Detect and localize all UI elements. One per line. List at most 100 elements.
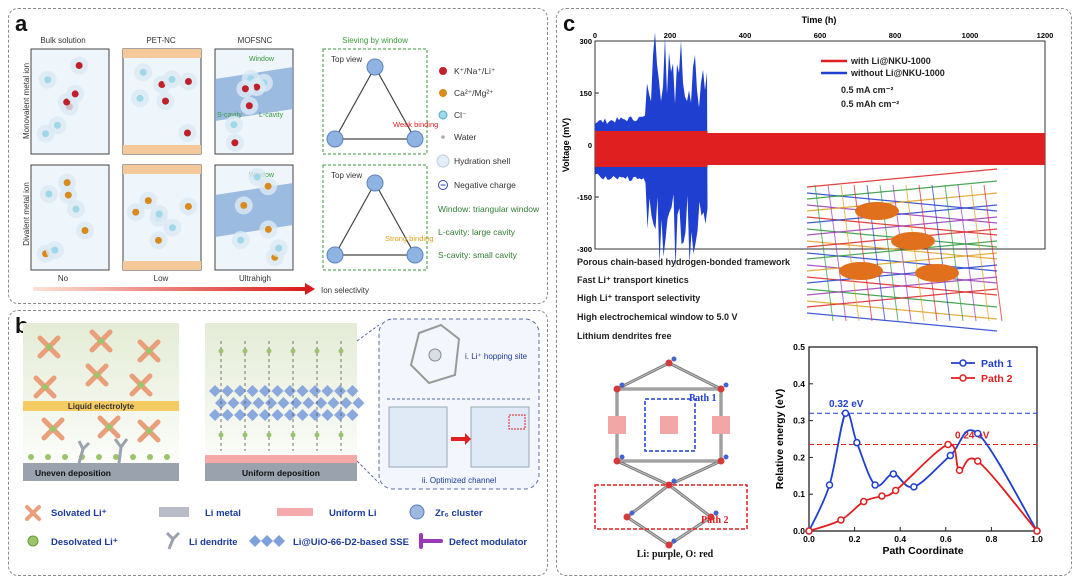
bond-highlight xyxy=(626,516,670,546)
li-ion xyxy=(266,348,272,354)
energy-data-point xyxy=(889,470,898,478)
oxygen-atom xyxy=(707,513,715,521)
energy-annotation: 0.24 eV xyxy=(955,431,990,442)
ion xyxy=(139,68,147,76)
zr-node xyxy=(326,130,344,148)
energy-data-point xyxy=(946,451,955,460)
sse-diamond xyxy=(296,409,309,421)
ion xyxy=(71,90,79,98)
legend-zr-icon xyxy=(409,504,425,520)
ion xyxy=(51,246,59,254)
legend-water-dot xyxy=(441,135,445,139)
li-ion xyxy=(338,348,344,354)
energy-annotation: 0.32 eV xyxy=(829,399,864,410)
energy-data-point xyxy=(973,429,982,438)
pet-di-top xyxy=(123,165,201,174)
bond-highlight xyxy=(668,484,712,518)
desolvated-li xyxy=(62,454,68,460)
legend-shell-dot xyxy=(436,154,450,168)
energy-data-point xyxy=(837,516,845,524)
sse-diamond xyxy=(340,397,352,409)
legend-sse-icon xyxy=(249,535,285,547)
panel-a-label: a xyxy=(15,11,28,36)
li-core xyxy=(106,424,112,430)
nitrogen-atom xyxy=(671,478,677,484)
sse-diamond xyxy=(334,409,346,421)
desolvated-li xyxy=(147,454,153,460)
sse-diamond xyxy=(309,409,321,421)
oxygen-atom xyxy=(613,385,621,393)
ion xyxy=(275,244,283,252)
energy-legend-marker xyxy=(959,359,967,367)
level-no: No xyxy=(58,274,69,283)
channel-arrow xyxy=(451,433,471,445)
ion xyxy=(162,97,170,105)
selectivity-arrowhead xyxy=(305,283,315,295)
ion xyxy=(75,62,83,70)
sse-diamond xyxy=(240,397,252,409)
ion xyxy=(132,208,140,216)
ion xyxy=(168,224,176,232)
legend-solvated-icon xyxy=(25,505,41,521)
bond-highlight xyxy=(668,460,722,486)
li-ion xyxy=(266,432,272,438)
feature-1: Fast Li⁺ transport kinetics xyxy=(577,275,689,285)
ion xyxy=(45,190,53,198)
energy-xtick-label: 0.2 xyxy=(849,534,861,544)
legend-divalent-dot xyxy=(439,89,447,97)
sse-diamond xyxy=(221,409,234,421)
oxygen-atom xyxy=(717,385,725,393)
pet-mono-top xyxy=(123,49,201,58)
energy-legend-label: Path 2 xyxy=(981,373,1013,385)
energy-data-point xyxy=(841,409,850,417)
framework-strand xyxy=(827,184,847,322)
li-ion xyxy=(314,432,320,438)
panel-a: a Bulk solution PET-NC MOFSNC Sieving by… xyxy=(8,8,548,304)
panel-c-label: c xyxy=(563,11,576,36)
uneven-li-metal xyxy=(23,463,179,481)
framework-strand xyxy=(806,180,998,200)
ion-particles xyxy=(36,56,288,267)
col-sieving: Sieving by window xyxy=(342,36,408,45)
zr-node xyxy=(406,246,424,264)
bond-highlight xyxy=(616,460,670,486)
sse-diamond xyxy=(209,409,221,421)
oxygen-atom xyxy=(717,457,725,465)
ion xyxy=(231,139,239,147)
structure-caption: Li: purple, O: red xyxy=(637,549,714,560)
sse-diamond xyxy=(209,385,221,397)
channel-after xyxy=(470,406,530,468)
dendrite-2 xyxy=(113,438,129,464)
ion xyxy=(53,121,61,129)
li-site xyxy=(712,416,730,434)
legend-a-0: K⁺/Na⁺/Li⁺ xyxy=(454,66,496,76)
l-cavity-label: L-cavity xyxy=(259,112,284,119)
ion xyxy=(64,191,72,199)
sse-diamond xyxy=(252,397,265,409)
sse-diamond xyxy=(259,409,271,421)
voltage-xtick-label: 1200 xyxy=(1037,31,1054,40)
energy-data-point xyxy=(805,527,813,535)
selectivity-arrow-bar xyxy=(33,287,305,291)
li-ion xyxy=(290,432,296,438)
voltage-xtick-label: 1000 xyxy=(962,31,979,40)
sse-diamond xyxy=(265,397,277,409)
legend-with-label: with Li@NKU-1000 xyxy=(850,56,931,66)
voltage-xtick-label: 0 xyxy=(593,31,597,40)
framework-strand xyxy=(806,312,998,332)
s-cavity-label: S-cavity xyxy=(217,112,242,119)
energy-xtick-label: 0.4 xyxy=(894,534,906,544)
sse-diamond xyxy=(271,385,284,397)
sse-diamond xyxy=(246,385,259,397)
molecular-structure xyxy=(594,356,748,549)
path1-structure-label: Path 1 xyxy=(689,393,717,404)
feature-3: High electrochemical window to 5.0 V xyxy=(577,312,738,322)
legend-dendrite-icon xyxy=(165,531,181,550)
ion xyxy=(245,102,253,110)
nitrogen-atom xyxy=(723,382,729,388)
liquid-electrolyte-label: Liquid electrolyte xyxy=(68,402,135,411)
framework-strand xyxy=(840,184,860,322)
nitrogen-atom xyxy=(671,356,677,362)
col-mofsnc: MOFSNC xyxy=(238,36,273,45)
voltage-xtick-label: 200 xyxy=(664,31,677,40)
